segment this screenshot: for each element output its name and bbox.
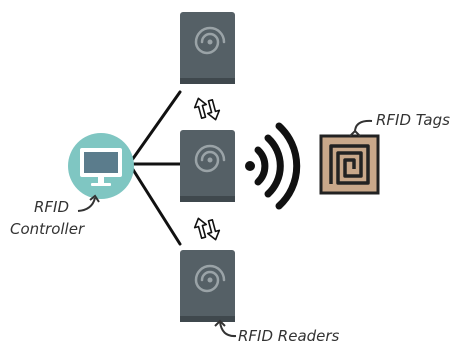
wireless-signal-icon: [245, 122, 301, 210]
sync-arrows-lower: [191, 215, 223, 243]
controller-label-arrowhead: [89, 194, 100, 203]
readers-label: RFID Readers: [238, 327, 340, 345]
tags-label-arrowhead: [349, 129, 361, 137]
controller-reader-links: [130, 90, 182, 246]
controller-label-line1: RFID: [34, 198, 69, 216]
rfid-chip-icon: [319, 134, 380, 195]
reader-top: [178, 10, 237, 86]
readers-label-arrow: [219, 321, 237, 338]
link-to-reader-top: [130, 90, 182, 162]
reader-bottom: [178, 248, 237, 324]
controller-node: [68, 133, 134, 199]
reader-middle: [178, 128, 237, 204]
tags-label-arrow: [354, 119, 373, 133]
link-to-reader-bottom: [130, 166, 182, 246]
computer-monitor-icon: [80, 148, 122, 186]
readers-label-arrowhead: [214, 319, 226, 327]
tags-label: RFID Tags: [376, 111, 450, 129]
sync-arrows-upper: [191, 95, 223, 123]
controller-label-arrow: [77, 197, 96, 212]
controller-label-line2: Controller: [10, 220, 85, 238]
